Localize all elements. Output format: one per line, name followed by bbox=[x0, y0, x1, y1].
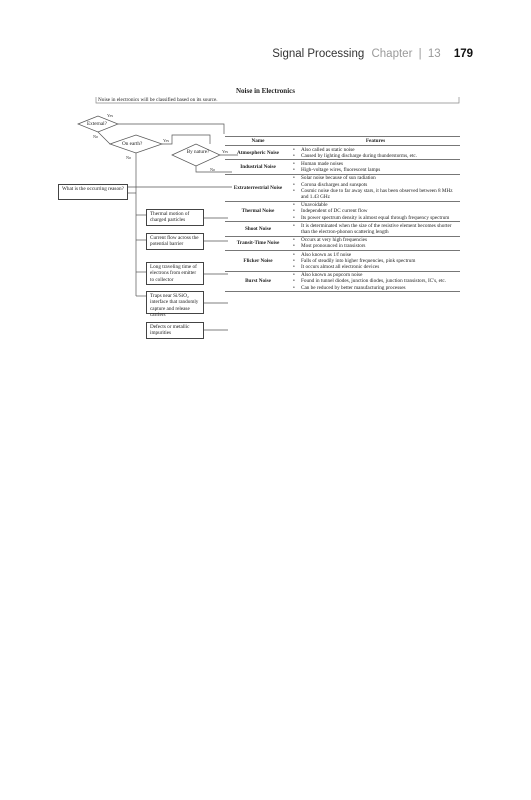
chapter-label: Chapter bbox=[371, 48, 413, 60]
running-header: Signal Processing Chapter | 13 179 bbox=[272, 48, 473, 60]
external-question: External? bbox=[87, 121, 107, 127]
page-number: 179 bbox=[453, 48, 473, 60]
on-earth-yes-label: Yes bbox=[163, 138, 170, 143]
feature-item: Occurs at very high frequencies bbox=[293, 237, 460, 243]
noise-features: Also known as popcorn noiseFound in tunn… bbox=[291, 271, 460, 293]
noise-features: Human made noisesHigh-voltage wires, flu… bbox=[291, 159, 460, 175]
reason-box-current: Current flow across the potential barrie… bbox=[146, 233, 204, 250]
noise-features: It is determinated when the size of the … bbox=[291, 221, 460, 237]
noise-features: Occurs at very high frequenciesMost pron… bbox=[291, 236, 460, 252]
chapter-number: 13 bbox=[427, 48, 441, 60]
by-nature-question: By nature? bbox=[186, 149, 210, 155]
feature-item: High-voltage wires, fluorescent lamps bbox=[293, 167, 460, 173]
external-yes-label: Yes bbox=[107, 113, 114, 118]
feature-list: Also called as static noiseCaused by lig… bbox=[291, 147, 460, 160]
feature-item: Human made noises bbox=[293, 161, 460, 167]
feature-list: Also known as popcorn noiseFound in tunn… bbox=[291, 272, 460, 291]
feature-item: Found in tunnel diodes, junction diodes,… bbox=[293, 278, 460, 284]
figure-title: Noise in Electronics bbox=[236, 87, 295, 95]
feature-item: Also known as popcorn noise bbox=[293, 272, 460, 278]
by-nature-no-label: No bbox=[210, 167, 216, 172]
column-header-features: Features bbox=[291, 136, 460, 146]
reason-box-defects: Defects or metallic impurities bbox=[146, 322, 204, 339]
noise-name: Burst Noise bbox=[225, 271, 291, 293]
table-row: Atmospheric NoiseAlso called as static n… bbox=[225, 145, 460, 161]
table-row: Industrial NoiseHuman made noisesHigh-vo… bbox=[225, 159, 460, 175]
feature-item: It occurs almost all electronic devices bbox=[293, 264, 460, 270]
feature-item: Unavoidable bbox=[293, 202, 460, 208]
external-no-label: No bbox=[93, 134, 99, 139]
feature-item: Can be reduced by better manufacturing p… bbox=[293, 285, 460, 291]
on-earth-no-label: No bbox=[126, 155, 132, 160]
table-row: Shoot NoiseIt is determinated when the s… bbox=[225, 221, 460, 237]
reason-box-transit: Long traveling time of electrons from em… bbox=[146, 262, 204, 285]
noise-name: Extraterrestrial Noise bbox=[225, 174, 291, 202]
feature-item: Solar noise because of sun radiation bbox=[293, 175, 460, 181]
feature-list: UnavoidableIndependent of DC current flo… bbox=[291, 202, 460, 221]
feature-list: Human made noisesHigh-voltage wires, flu… bbox=[291, 161, 460, 174]
reason-box-thermal: Thermal motion of charged particles bbox=[146, 209, 204, 226]
reason-box-traps: Traps near Si/SiO₂ interface that random… bbox=[146, 291, 204, 318]
what-is-reason-box: What is the occurring reason? bbox=[58, 184, 128, 200]
feature-list: It is determinated when the size of the … bbox=[291, 223, 460, 235]
feature-item: Most pronounced in transistors bbox=[293, 243, 460, 249]
noise-name: Transit-Time Noise bbox=[225, 236, 291, 252]
feature-item: Its power spectrum density is almost equ… bbox=[293, 215, 460, 221]
feature-item: Cosmic noise due to far away stars, it h… bbox=[293, 188, 460, 200]
noise-features: Solar noise because of sun radiationCoro… bbox=[291, 174, 460, 202]
feature-item: It is determinated when the size of the … bbox=[293, 223, 460, 235]
noise-name: Thermal Noise bbox=[225, 201, 291, 223]
noise-name: Industrial Noise bbox=[225, 159, 291, 175]
feature-item: Independent of DC current flow bbox=[293, 208, 460, 214]
feature-list: Solar noise because of sun radiationCoro… bbox=[291, 175, 460, 200]
table-row: Flicker NoiseAlso known as 1/f noiseFall… bbox=[225, 250, 460, 272]
header-separator: | bbox=[418, 48, 422, 60]
noise-name: Shoot Noise bbox=[225, 221, 291, 237]
table-row: Transit-Time NoiseOccurs at very high fr… bbox=[225, 236, 460, 252]
table-header-row: Name Features bbox=[225, 136, 460, 146]
feature-list: Also known as 1/f noiseFalls of steadily… bbox=[291, 252, 460, 271]
column-header-name: Name bbox=[225, 136, 291, 146]
table-body: Atmospheric NoiseAlso called as static n… bbox=[225, 145, 460, 293]
feature-list: Occurs at very high frequenciesMost pron… bbox=[291, 237, 460, 250]
feature-item: Corona discharges and sunspots bbox=[293, 182, 460, 188]
noise-features: Also known as 1/f noiseFalls of steadily… bbox=[291, 250, 460, 272]
noise-features: Also called as static noiseCaused by lig… bbox=[291, 145, 460, 161]
noise-name: Atmospheric Noise bbox=[225, 145, 291, 161]
feature-item: Also known as 1/f noise bbox=[293, 252, 460, 258]
feature-item: Falls of steadily into higher frequencie… bbox=[293, 258, 460, 264]
noise-features: UnavoidableIndependent of DC current flo… bbox=[291, 201, 460, 223]
table-row: Thermal NoiseUnavoidableIndependent of D… bbox=[225, 201, 460, 223]
feature-item: Also called as static noise bbox=[293, 147, 460, 153]
noise-table: Name Features Atmospheric NoiseAlso call… bbox=[225, 136, 460, 293]
book-title: Signal Processing bbox=[272, 48, 365, 60]
on-earth-question: On earth? bbox=[122, 141, 143, 147]
table-row: Burst NoiseAlso known as popcorn noiseFo… bbox=[225, 271, 460, 293]
noise-name: Flicker Noise bbox=[225, 250, 291, 272]
table-row: Extraterrestrial NoiseSolar noise becaus… bbox=[225, 174, 460, 202]
flowchart-intro: Noise in electronics will be classified … bbox=[98, 97, 218, 103]
feature-item: Caused by lighting discharge during thun… bbox=[293, 153, 460, 159]
